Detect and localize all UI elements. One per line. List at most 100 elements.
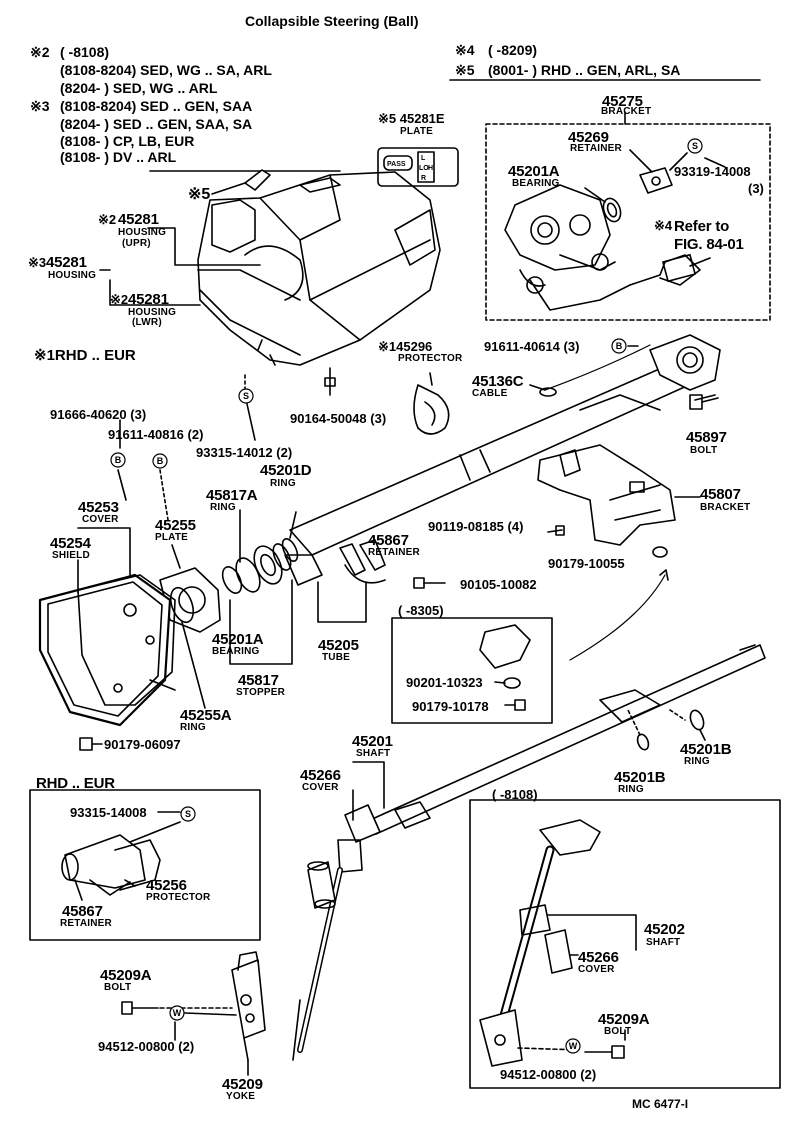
bearing-stopper-bracket	[229, 579, 293, 665]
leader-ring-dashed-2	[627, 709, 641, 736]
cover-45266-name: COVER	[302, 782, 339, 793]
marker-s-93319: S	[687, 138, 703, 154]
plate-45255-num: 45255	[155, 517, 196, 534]
leader-90201	[494, 681, 506, 684]
screw-90119-label: 90119-08185 (4)	[428, 519, 524, 534]
housing-lwr-name: HOUSING	[128, 307, 177, 318]
cover-45266-part	[307, 861, 336, 909]
shield-45254-name: SHIELD	[52, 550, 90, 561]
note-line-6: (8108- ) CP, LB, EUR	[60, 133, 195, 149]
nut-90179-06097-part	[79, 737, 103, 751]
bracket-45275-num: 45275	[602, 93, 643, 110]
shaft-45202-num: 45202	[644, 921, 685, 938]
part-90179-10178-label: 90179-10178	[412, 699, 489, 714]
box-8108-title: ( -8108)	[492, 787, 538, 802]
screw-91666-label: 91666-40620 (3)	[50, 407, 147, 422]
note-mark-5: ※5	[455, 62, 475, 78]
bracket-45807-name: BRACKET	[700, 502, 751, 513]
bolt-45209a-b-name: BOLT	[604, 1026, 632, 1037]
arrow-head	[659, 569, 669, 581]
ring-45201d-part	[281, 538, 299, 562]
washer-94512-label: 94512-00800 (2)	[98, 1039, 195, 1054]
bolt-45209a-b-num: 45209A	[598, 1011, 650, 1028]
tube-45205-bracket	[317, 581, 367, 623]
retainer-45867-b-num: 45867	[62, 903, 103, 920]
svg-text:B: B	[115, 455, 122, 465]
leader-45255	[171, 544, 181, 569]
bracket-assembly	[504, 167, 701, 311]
leader-45136c	[529, 384, 546, 391]
screw-93319-qty: (3)	[748, 181, 764, 196]
plate-45255-name: PLATE	[155, 532, 189, 543]
svg-text:B: B	[616, 341, 623, 351]
note-line-1: ( -8108)	[60, 44, 110, 60]
leader-b2	[159, 469, 169, 521]
svg-text:R: R	[421, 175, 426, 182]
protector-45296-mark: ※145296	[378, 339, 433, 354]
leader-45296	[429, 372, 433, 386]
nut-90179-10055-part	[652, 546, 668, 558]
yoke-45209-name: YOKE	[226, 1091, 256, 1102]
yoke-45209-part	[231, 951, 266, 1061]
cable-terminal	[539, 387, 557, 397]
box-8305-part	[479, 624, 531, 711]
bracket-45807-part	[537, 444, 676, 546]
svg-text:S: S	[692, 141, 698, 151]
screw-93319-num: 93319-14008	[674, 164, 751, 179]
leader-washer-w	[184, 1012, 237, 1016]
housing-upr-name: HOUSING	[118, 227, 167, 238]
shaft-45201-num: 45201	[352, 733, 393, 750]
leader-s-housing-b	[246, 403, 256, 441]
note-mark-3: ※3	[30, 98, 50, 114]
housing-lwr-sub: (LWR)	[132, 317, 162, 328]
diagram-title: Collapsible Steering (Ball)	[245, 13, 419, 29]
ring-45255a-num: 45255A	[180, 707, 232, 724]
leader-45201d	[289, 511, 297, 539]
box-8108	[469, 799, 781, 1089]
leader-45201b-a	[699, 729, 706, 741]
column-tube	[284, 334, 721, 586]
leader-b1	[117, 469, 127, 501]
washer-94512-b-label: 94512-00800 (2)	[500, 1067, 597, 1082]
cable-45136c-name: CABLE	[472, 388, 508, 399]
main-shaft-part	[292, 644, 766, 1061]
note-line-r1: ( -8209)	[488, 42, 538, 58]
cable-45136c-part	[544, 344, 651, 391]
screw-90164-part	[324, 367, 336, 396]
marker-w-94512-b: W	[565, 1038, 581, 1054]
bearing-45201a-name: BEARING	[212, 646, 260, 657]
bolt-45209a-b-part	[584, 1045, 625, 1059]
cover-45266-num: 45266	[300, 767, 341, 784]
plate-45281e-mark: ※5 45281E	[378, 111, 445, 126]
shield-cover-part	[38, 573, 176, 727]
plate-45281e-name: PLATE	[400, 126, 434, 137]
cover-45253-num: 45253	[78, 499, 119, 516]
ring-45201b-b-name: RING	[618, 784, 644, 795]
box-8305	[391, 617, 553, 724]
retainer-45867-num: 45867	[368, 532, 409, 549]
shaft-45202-bracket	[547, 914, 637, 951]
leader-45201a-top	[584, 187, 606, 203]
housing-num: 45281	[46, 254, 87, 271]
housing-upr-sub: (UPR)	[122, 238, 151, 249]
protector-45256-name: PROTECTOR	[146, 892, 211, 903]
marker-s-93315-14008: S	[180, 806, 196, 822]
retainer-45867-name: RETAINER	[368, 547, 420, 558]
bolt-90105-part	[413, 577, 446, 589]
leader-45269	[629, 149, 653, 173]
refer-mark: ※4	[654, 218, 673, 233]
leader-mark5	[211, 182, 246, 195]
cover-45266-b-num: 45266	[578, 949, 619, 966]
svg-text:LO: LO	[419, 165, 429, 172]
leader-refer	[689, 257, 711, 267]
svg-text:B: B	[157, 456, 164, 466]
screw-90164-label: 90164-50048 (3)	[290, 411, 387, 426]
leader-45256	[124, 879, 136, 887]
nut-90179-06097-label: 90179-06097	[104, 737, 181, 752]
screw-91611-40816-label: 91611-40816 (2)	[108, 427, 204, 442]
ring-45201d-num: 45201D	[260, 462, 312, 479]
plate-legend: PASS L LO HI R	[387, 155, 435, 182]
housing-upr-num: 45281	[118, 211, 159, 228]
marker-w-94512: W	[169, 1005, 185, 1021]
